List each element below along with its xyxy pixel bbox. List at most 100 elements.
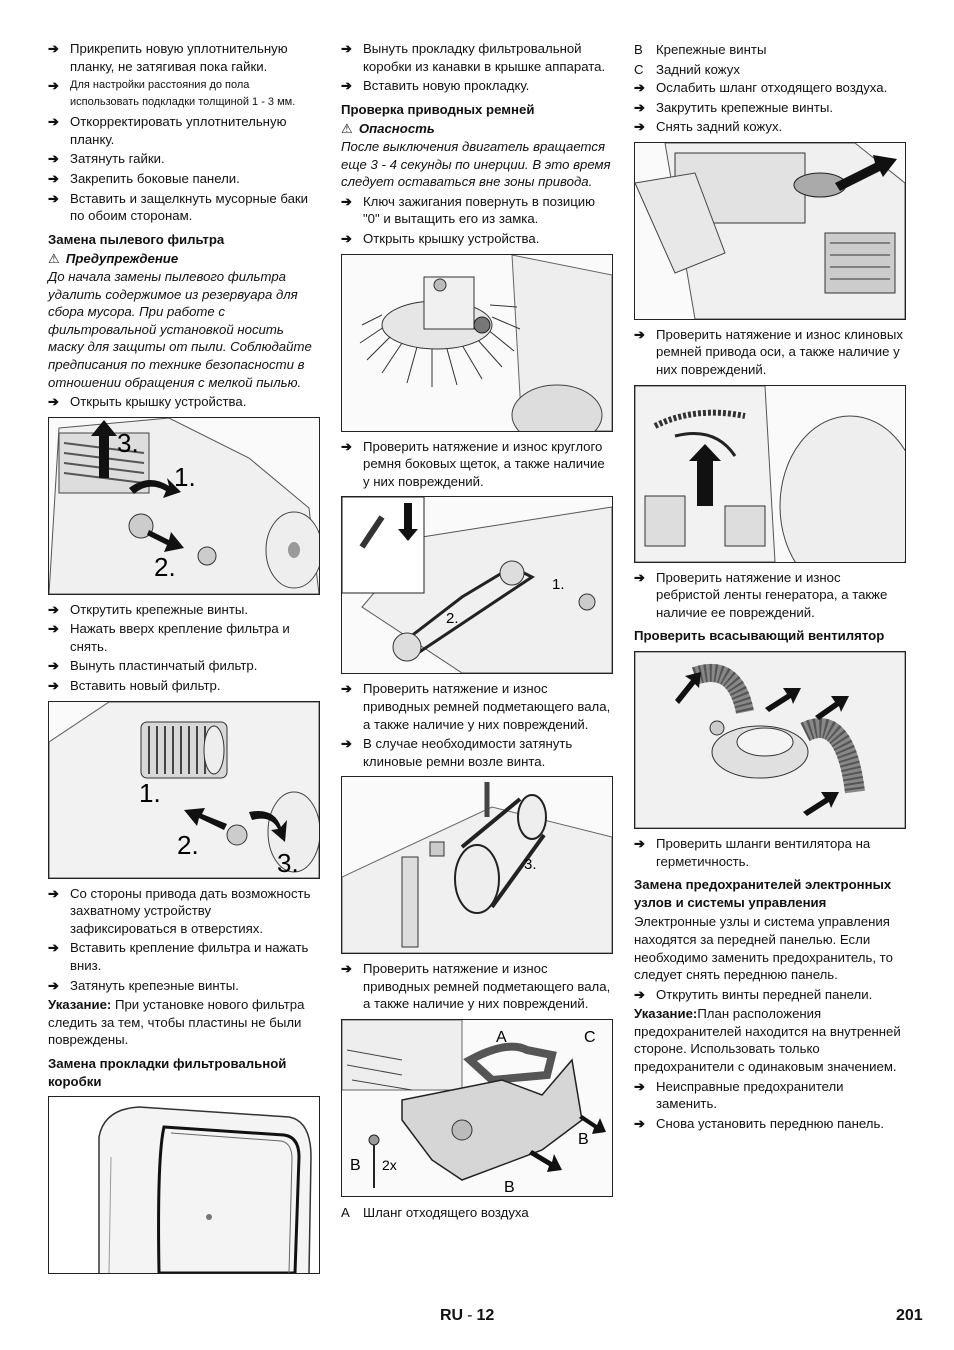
step-text: Затянуть гайки. <box>70 151 165 167</box>
step-text: Вставить и защелкнуть мусорные баки по о… <box>70 190 309 224</box>
fig4-label-b-left: B <box>350 1157 361 1174</box>
note-filter: Указание: При установке нового фильтра с… <box>48 997 305 1048</box>
step-text: Вынуть прокладку фильтровальной коробки … <box>363 41 606 74</box>
step-item: ➔ Неисправные предохранители заменить. <box>634 1078 906 1113</box>
arrow-icon: ➔ <box>48 394 59 410</box>
warning-icon: ⚠ <box>48 251 60 267</box>
arrow-icon: ➔ <box>341 736 352 752</box>
arrow-icon: ➔ <box>48 977 59 993</box>
step-text: Открутить крепежные винты. <box>70 601 249 617</box>
step-unscrew-front-panel: ➔Открутить винты передней панели. <box>634 986 873 1002</box>
figure-generator-belt <box>634 384 906 563</box>
step-item: ➔ Прикрепить новую уплотнительную планку,… <box>48 40 320 75</box>
step-text: Затянуть крепеэные винты. <box>70 977 239 993</box>
step-open-cover: ➔Открыть крышку устройства. <box>48 394 247 410</box>
arrow-icon: ➔ <box>48 658 59 674</box>
step-text: Проверить натяжение и износ приводных ре… <box>363 681 611 732</box>
step-text: Вставить новый фильтр. <box>70 678 221 694</box>
arrow-icon: ➔ <box>48 601 59 617</box>
step-item: ➔ Снять задний кожух. <box>634 118 906 136</box>
step-text: Снять задний кожух. <box>656 119 783 135</box>
step-item: ➔Для настройки расстояния до пола исполь… <box>48 77 320 111</box>
step-text: Вставить новую прокладку. <box>363 78 530 94</box>
step-list-filter-remove: ➔ Открутить крепежные винты. ➔ Нажать вверх… <box>48 601 320 695</box>
step-item: ➔ Вставить новую прокладку. <box>341 77 613 95</box>
arrow-icon: ➔ <box>634 326 645 342</box>
arrow-icon: ➔ <box>634 1078 645 1094</box>
heading-dust-filter: Замена пылевого фильтра <box>48 231 225 247</box>
step-item: ➔ Вставить и защелкнуть мусорные баки по … <box>48 190 320 225</box>
step-item: ➔ Вставить новый фильтр. <box>48 677 320 695</box>
step-text: В случае необходимости затянуть клиновые… <box>363 736 573 769</box>
arrow-icon: ➔ <box>48 940 59 956</box>
step-list-gasket: ➔ Прикрепить новую уплотнительную планку,… <box>48 40 320 225</box>
warning-text: До начала замены пылевого фильтра удалит… <box>48 268 312 390</box>
step-check-side-belt: ➔Проверить натяжение и износ круглого ре… <box>341 438 605 489</box>
step-list-prepare: ➔ Ключ зажигания повернуть в позицию "0" … <box>341 193 613 248</box>
figure-rear-cover: A C B B 2x B <box>341 1019 613 1198</box>
step-item: ➔ Открутить крепежные винты. <box>48 601 320 619</box>
figure-side-brush <box>341 253 613 432</box>
step-check-axle-belts: ➔Проверить натяжение и износ клиновых ре… <box>634 326 903 377</box>
arrow-icon: ➔ <box>634 119 645 135</box>
step-text: Нажать вверх крепление фильтра и снять. <box>70 621 290 654</box>
fig2-label-1: 1. <box>552 576 565 593</box>
arrow-icon: ➔ <box>634 99 645 115</box>
step-item: ➔ Вынуть пластинчатый фильтр. <box>48 657 320 675</box>
arrow-icon: ➔ <box>48 78 59 94</box>
fig1-label-1: 1. <box>174 462 196 492</box>
step-item: ➔ Нажать вверх крепление фильтра и снять. <box>48 620 320 655</box>
arrow-icon: ➔ <box>341 41 352 56</box>
arrow-icon: ➔ <box>341 78 352 94</box>
step-text: Закрутить крепежные винты. <box>656 99 834 115</box>
column-middle: ➔ Вынуть прокладку фильтровальной коробки… <box>341 40 613 1223</box>
step-item: ➔ Затянуть крепеэные винты. <box>48 977 320 995</box>
arrow-icon: ➔ <box>48 41 59 56</box>
heading-filter-gasket: Замена прокладки фильтровальной коробки <box>48 1056 287 1089</box>
fig4-label-b-bottom: B <box>504 1179 515 1196</box>
figure-axle-belts <box>634 141 906 320</box>
fig4-label-b-right: B <box>578 1131 589 1148</box>
step-check-fan-hoses: ➔Проверить шланги вентилятора на гермети… <box>634 835 871 869</box>
step-item: ➔Закрепить боковые панели. <box>48 170 320 188</box>
step-text: Откорректировать уплотнительную планку. <box>70 114 287 147</box>
warning-icon: ⚠ <box>341 121 353 137</box>
fig1-label-3: 3. <box>117 428 139 458</box>
heading-fuses: Замена предохранителей электронных узлов… <box>634 877 892 910</box>
step-text: Ключ зажигания повернуть в позицию "0" и… <box>363 193 596 227</box>
arrow-icon: ➔ <box>341 193 352 209</box>
step-list-fuses: ➔ Неисправные предохранители заменить. ➔ Сн… <box>634 1078 906 1133</box>
arrow-icon: ➔ <box>634 835 645 851</box>
step-item: ➔ Откорректировать уплотнительную планку. <box>48 113 320 148</box>
fig3-label-3: 3. <box>524 856 537 873</box>
figure-sweeper-belts: 1. 2. <box>341 496 613 675</box>
arrow-icon: ➔ <box>48 678 59 694</box>
step-item: ➔ Затянуть гайки. <box>48 150 320 168</box>
figure-fan-hoses <box>634 650 906 829</box>
step-text: Прикрепить новую уплотнительную планку, … <box>70 41 288 74</box>
arrow-icon: ➔ <box>48 114 59 130</box>
arrow-icon: ➔ <box>48 170 59 186</box>
figure-filter-install: 1. 2. 3. <box>48 700 320 879</box>
fuses-description: Электронные узлы и система управления на… <box>634 914 893 983</box>
figure-belt-tension: 3. <box>341 776 613 955</box>
danger-text: После выключения двигатель вращается еще… <box>341 138 611 190</box>
step-text: Снова установить переднюю панель. <box>656 1115 884 1131</box>
arrow-icon: ➔ <box>48 621 59 637</box>
arrow-icon: ➔ <box>48 885 59 901</box>
fig2-label-2: 2. <box>446 610 459 627</box>
step-item: ➔Вставить крепление фильтра и нажать вни… <box>48 939 320 974</box>
arrow-icon: ➔ <box>48 151 59 167</box>
fig4-label-2x: 2x <box>382 1157 397 1173</box>
arrow-icon: ➔ <box>634 1115 645 1131</box>
heading-suction-fan: Проверить всасывающий вентилятор <box>634 628 885 644</box>
step-text: Вынуть пластинчатый фильтр. <box>70 658 258 674</box>
arrow-icon: ➔ <box>48 190 59 206</box>
step-text: Неисправные предохранители заменить. <box>656 1078 844 1112</box>
step-text: Ослабить шланг отходящего воздуха. <box>656 80 888 95</box>
